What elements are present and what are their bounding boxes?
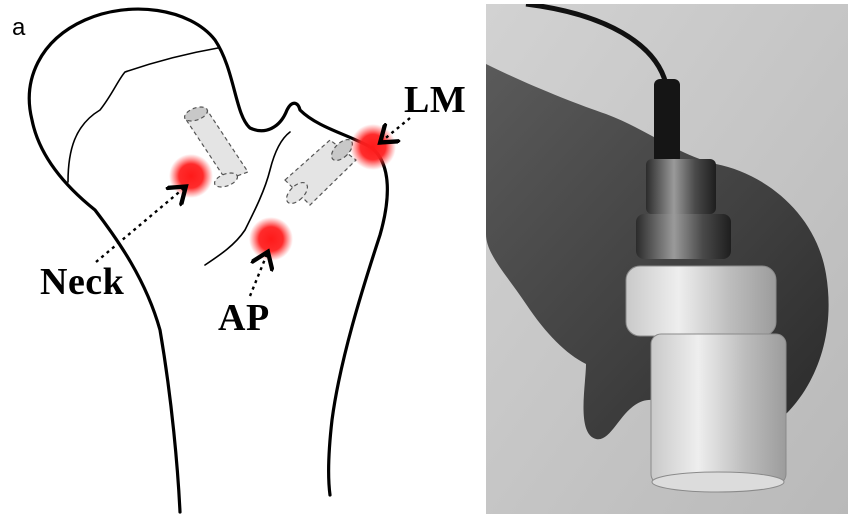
- site-label-lm: LM: [404, 78, 466, 122]
- site-label-ap: AP: [218, 296, 270, 340]
- arrow-neck: [96, 188, 184, 262]
- arrow-ap: [250, 254, 267, 296]
- marker-ap: [249, 217, 293, 261]
- probe-cap-rim: [626, 266, 776, 336]
- probe-gland: [654, 79, 680, 164]
- probe-housing-ring: [636, 214, 731, 259]
- probe-cylinder-lm: [283, 136, 356, 207]
- probe-housing-top: [646, 159, 716, 214]
- probe-cap-body: [651, 334, 786, 484]
- probe-photo: [486, 4, 848, 514]
- marker-neck: [169, 154, 213, 198]
- site-label-neck: Neck: [40, 260, 124, 304]
- probe-cap-bottom: [652, 472, 784, 492]
- marker-lm: [350, 124, 396, 170]
